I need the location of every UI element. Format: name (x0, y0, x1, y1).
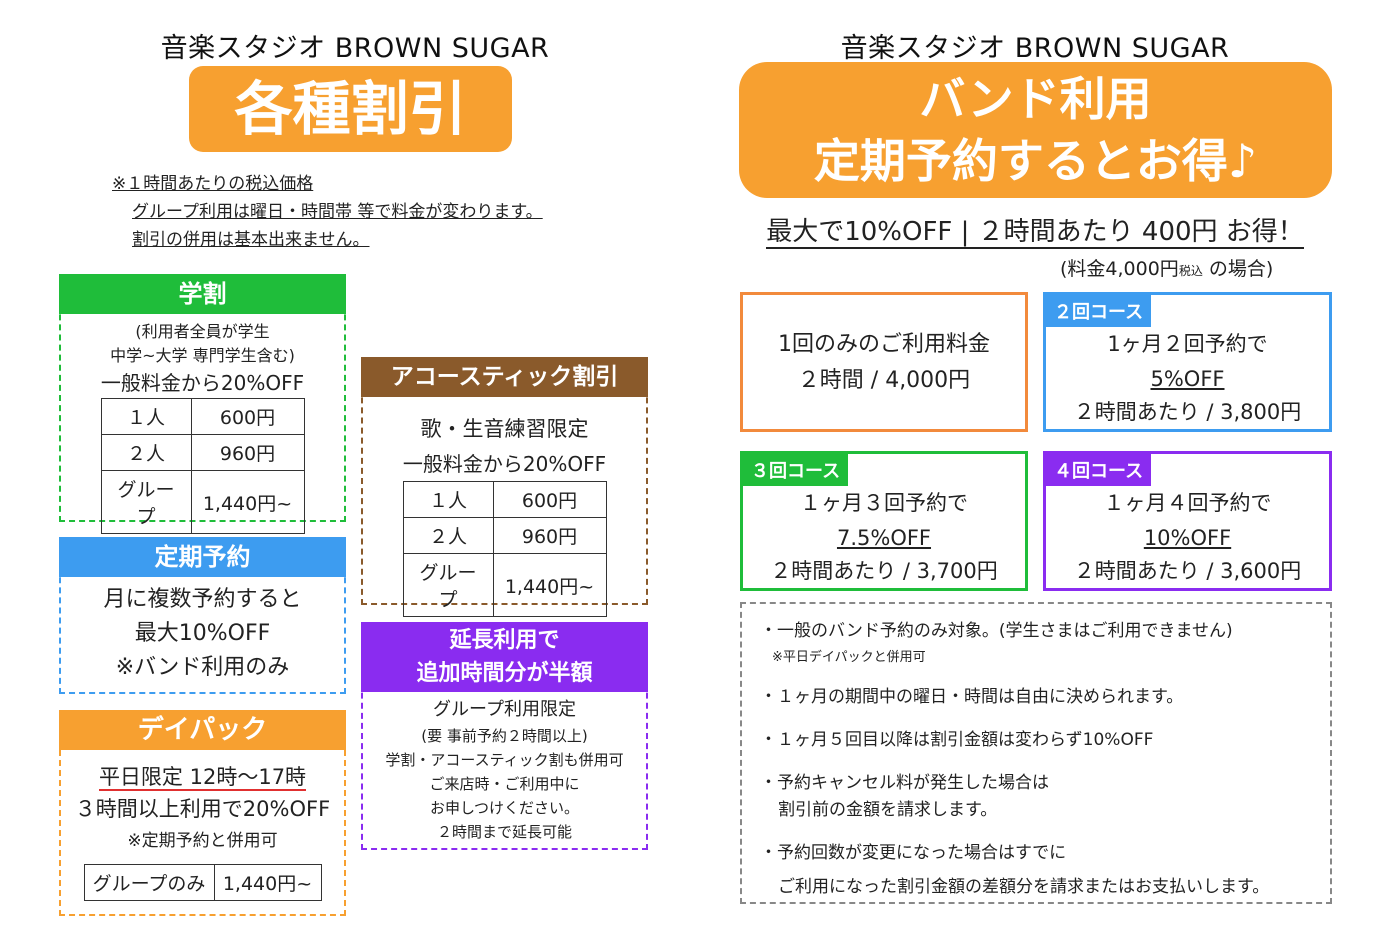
acoustic-rate: 一般料金から20%OFF (402, 452, 607, 476)
teiki-line: 最大10%OFF (134, 621, 271, 646)
left-studio-name: 音楽スタジオ BROWN SUGAR (160, 33, 550, 64)
table-cell: グループ (402, 553, 494, 617)
teiki-line: ※バンド利用のみ (115, 655, 290, 680)
headline-text: 最大で10%OFF | ２時間あたり 400円 お得！ (766, 217, 1304, 249)
course3-line1: １ヶ月３回予約で (800, 491, 968, 515)
encho-line: ２時間まで延長可能 (436, 823, 572, 841)
band-note-cont: ご利用になった割引金額の差額分を請求またはお支払いします。 (778, 877, 1270, 897)
band-note: ・１ヶ月５回目以降は割引金額は変わらず10%OFF (760, 730, 1154, 750)
daypack-line2: ３時間以上利用で20%OFF (74, 797, 331, 821)
headline: 最大で10%OFF | ２時間あたり 400円 お得！ (740, 212, 1330, 252)
band-note: ・予約回数が変更になった場合はすでに (760, 843, 1067, 863)
table-cell: １人 (100, 398, 192, 435)
band-notes-box: ・一般のバンド予約のみ対象。(学生さまはご利用できません) ※平日デイパックと併… (740, 602, 1332, 904)
table-cell: 960円 (492, 517, 607, 554)
teiki-header: 定期予約 (59, 537, 346, 577)
band-note-cont: 割引前の金額を請求します。 (778, 800, 998, 820)
table-cell: 600円 (492, 481, 607, 518)
band-note: ・１ヶ月の期間中の曜日・時間は自由に決められます。 (760, 687, 1184, 707)
note-line: ※１時間あたりの税込価格 (112, 174, 314, 194)
once-line2: ２時間 / 4,000円 (797, 368, 971, 393)
price-condition-small: 税込 (1178, 264, 1203, 278)
band-note: ・一般のバンド予約のみ対象。(学生さまはご利用できません) (760, 621, 1233, 641)
table-cell: 1,440円~ (492, 553, 607, 617)
right-title-line1: バンド利用 (919, 72, 1152, 126)
note-line: 割引の併用は基本出来ません。 (132, 230, 370, 250)
once-price-box: 1回のみのご利用料金 ２時間 / 4,000円 (740, 292, 1028, 432)
table-cell: グループ (100, 470, 192, 534)
left-title: 各種割引 (189, 66, 512, 152)
encho-box: 延長利用で 追加時間分が半額 グループ利用限定 (要 事前予約２時間以上) 学割… (361, 622, 648, 850)
notes-block: ※１時間あたりの税込価格 グループ利用は曜日・時間帯 等で料金が変わります。 割… (112, 170, 543, 254)
price-condition: (料金4,000円税込 の場合) (1060, 256, 1273, 284)
band-note: ・予約キャンセル料が発生した場合は (760, 773, 1049, 793)
course4-line1: １ヶ月４回予約で (1103, 491, 1272, 515)
band-note-sub: ※平日デイパックと併用可 (772, 650, 926, 665)
gakuwari-box: 学割 (利用者全員が学生 中学~大学 専門学生含む) 一般料金から20%OFF … (59, 274, 346, 534)
encho-line: お申しつけください。 (429, 799, 580, 817)
gakuwari-sub1: (利用者全員が学生 (135, 322, 270, 341)
course2-line1: 1ヶ月２回予約で (1107, 332, 1268, 356)
encho-line: グループ利用限定 (433, 699, 576, 720)
course2-discount: 5%OFF (1150, 367, 1225, 391)
table-cell: 1,440円~ (190, 470, 305, 534)
daypack-line1: 平日限定 12時～17時 (98, 765, 307, 791)
table-cell: ２人 (100, 434, 192, 471)
encho-line: ご来店時・ご利用中に (429, 775, 580, 793)
note-line: グループ利用は曜日・時間帯 等で料金が変わります。 (132, 202, 543, 222)
course3-box: ３回コース １ヶ月３回予約で 7.5%OFF ２時間あたり / 3,700円 (740, 451, 1028, 591)
course4-line3: ２時間あたり / 3,600円 (1073, 559, 1302, 583)
gakuwari-header: 学割 (59, 274, 346, 314)
teiki-box: 定期予約 月に複数予約すると 最大10%OFF ※バンド利用のみ (59, 537, 346, 694)
table-cell: 1,440円~ (213, 864, 322, 901)
right-title: バンド利用 定期予約するとお得♪ (739, 62, 1332, 198)
course2-box: ２回コース 1ヶ月２回予約で 5%OFF ２時間あたり / 3,800円 (1043, 292, 1332, 432)
course3-line3: ２時間あたり / 3,700円 (770, 559, 998, 583)
table-cell: グループのみ (83, 864, 215, 901)
course2-tag: ２回コース (1046, 295, 1152, 327)
price-condition-suffix: の場合) (1202, 258, 1274, 280)
encho-header-line2: 追加時間分が半額 (416, 661, 593, 686)
encho-line: (要 事前予約２時間以上) (421, 727, 588, 745)
course4-box: ４回コース １ヶ月４回予約で 10%OFF ２時間あたり / 3,600円 (1043, 451, 1332, 591)
course3-tag: ３回コース (743, 454, 849, 486)
gakuwari-rate: 一般料金から20%OFF (100, 371, 305, 395)
table-cell: 960円 (190, 434, 305, 471)
encho-header-line1: 延長利用で (449, 628, 560, 653)
teiki-line: 月に複数予約すると (103, 587, 302, 612)
once-line1: 1回のみのご利用料金 (778, 332, 990, 357)
acoustic-header: アコースティック割引 (361, 357, 648, 397)
course4-discount: 10%OFF (1143, 526, 1232, 550)
table-cell: １人 (402, 481, 494, 518)
daypack-box: デイパック 平日限定 12時～17時 ３時間以上利用で20%OFF ※定期予約と… (59, 710, 346, 916)
gakuwari-sub2: 中学~大学 専門学生含む) (110, 346, 295, 365)
course2-line3: ２時間あたり / 3,800円 (1073, 400, 1302, 424)
encho-header: 延長利用で 追加時間分が半額 (361, 622, 648, 692)
daypack-line3: ※定期予約と併用可 (127, 831, 278, 851)
course3-discount: 7.5%OFF (836, 526, 932, 550)
price-condition-prefix: (料金4,000円 (1060, 258, 1179, 280)
acoustic-line1: 歌・生音練習限定 (420, 417, 589, 441)
table-cell: ２人 (402, 517, 494, 554)
encho-line: 学割・アコースティック割も併用可 (385, 751, 624, 769)
right-studio-name: 音楽スタジオ BROWN SUGAR (840, 33, 1230, 64)
daypack-header: デイパック (59, 710, 346, 750)
right-title-line2: 定期予約するとお得♪ (813, 134, 1258, 188)
course4-tag: ４回コース (1046, 454, 1152, 486)
table-cell: 600円 (190, 398, 305, 435)
